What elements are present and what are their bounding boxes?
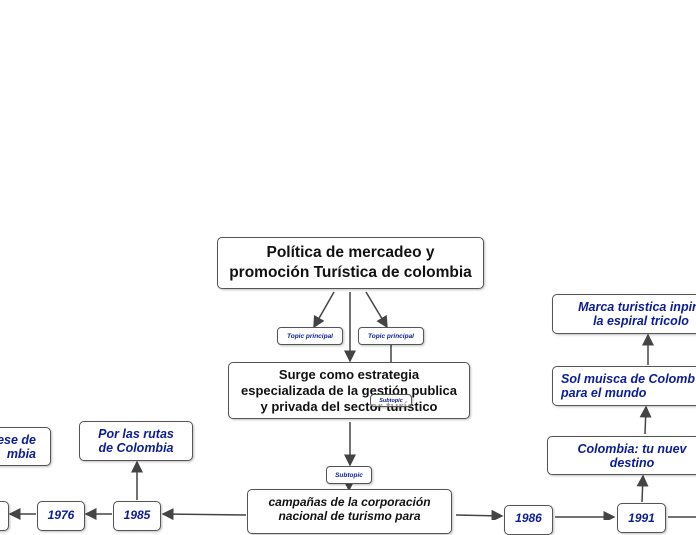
node-por-las-rutas-line2: de Colombia [98,441,174,455]
year-1985-label: 1985 [123,508,151,522]
arrow-1991-nuevo [636,474,649,503]
arrow-root-topic-right [365,291,388,329]
node-sol-line2: para el mundo [561,386,647,400]
campaign-topic-line1: campañas de la corporación [268,495,431,509]
node-marca-turistica[interactable]: Marca turistica inpira la espiral tricol… [552,294,696,334]
subtopic-small[interactable]: Subtopic [370,394,412,407]
topic-principal-right-label: Topic principal [368,332,414,340]
arrow-nuevo-sol [639,405,652,435]
main-topic-line2: especializada de la gestión publica [240,382,458,398]
year-1991[interactable]: 1991 [617,503,666,533]
year-1976-label: 1976 [47,508,75,522]
arrow-campaign-1986 [455,509,504,520]
node-nuevo-line2: destino [609,455,655,470]
connector-lines [8,291,696,520]
node-enamorese-line2: mbia [6,446,36,461]
main-topic-line3: y privada del sector turístico [260,398,438,414]
year-1986[interactable]: 1986 [504,505,553,535]
node-colombia-tu-nuevo-destino[interactable]: Colombia: tu nuev destino [547,436,696,475]
campaign-topic-line2: nacional de turismo para [278,509,421,523]
year-1986-label: 1986 [515,511,542,525]
node-enamorese-line1: ese de [0,432,36,447]
arrow-campaign-1985 [161,508,247,520]
node-enamorese[interactable]: ese de mbia [0,427,51,466]
root-topic[interactable]: Política de mercadeo y promoción Turísti… [217,237,484,289]
subtopic-mid[interactable]: Subtopic [326,466,372,484]
node-por-las-rutas-line1: Por las rutas [98,427,174,441]
main-topic[interactable]: Surge como estrategia especializada de l… [228,362,470,419]
node-sol-muisca[interactable]: Sol muisca de Colomb para el mundo [552,366,696,406]
node-marca-line2: la espiral tricolo [593,314,689,328]
node-marca-line1: Marca turistica inpira [578,300,696,314]
root-topic-line1: Política de mercadeo y [266,244,435,261]
root-topic-line2: promoción Turística de colombia [229,264,472,281]
arrow-root-topic-left [313,291,335,329]
topic-principal-left[interactable]: Topic principal [277,327,343,345]
campaign-topic[interactable]: campañas de la corporación nacional de t… [247,489,452,534]
year-left-partial[interactable] [0,501,9,531]
year-1976[interactable]: 1976 [37,501,85,531]
year-1985[interactable]: 1985 [113,501,161,531]
subtopic-mid-label: Subtopic [335,471,363,479]
main-topic-line1: Surge como estrategia [278,366,420,382]
year-1991-label: 1991 [628,511,655,525]
node-nuevo-line1: Colombia: tu nuev [577,441,687,456]
node-sol-line1: Sol muisca de Colomb [561,372,696,386]
node-por-las-rutas[interactable]: Por las rutas de Colombia [79,421,193,461]
subtopic-small-label: Subtopic [379,397,403,404]
topic-principal-right[interactable]: Topic principal [358,327,424,345]
topic-principal-left-label: Topic principal [287,332,333,340]
